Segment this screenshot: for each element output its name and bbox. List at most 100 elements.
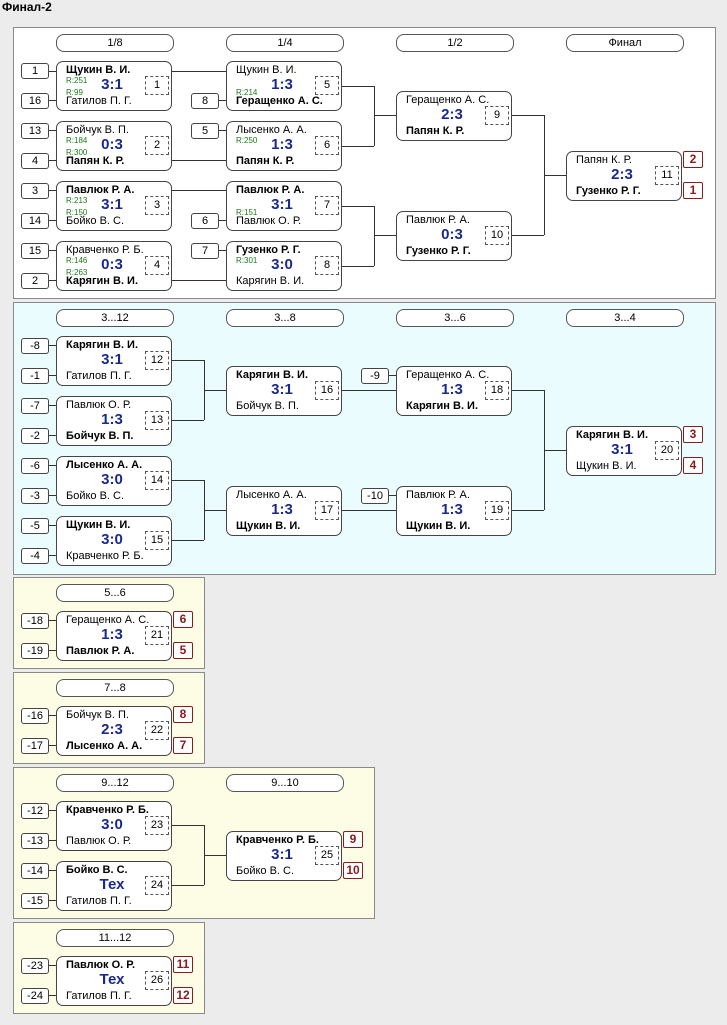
rating: R:99	[66, 88, 83, 97]
player-1: Геращенко А. С.	[406, 369, 490, 381]
match-score: 3:1	[271, 196, 293, 213]
player-2: Карягин В. И.	[236, 275, 305, 287]
match-9[interactable]: Геращенко А. С. 2:3 9 Папян К. Р.	[396, 91, 512, 141]
match-17[interactable]: Лысенко А. А. 1:3 17 Щукин В. И.	[226, 486, 342, 536]
match-score: Тех	[99, 876, 125, 893]
match-10[interactable]: Павлюк Р. А. 0:3 10 Гузенко Р. Г.	[396, 211, 512, 261]
match-number: 14	[145, 471, 169, 490]
match-7[interactable]: Павлюк Р. А. R:151 3:1 7 Павлюк О. Р.	[226, 181, 342, 231]
player-1: Геращенко А. С.	[406, 94, 490, 106]
connector-line	[47, 650, 56, 651]
seed-box: 6	[191, 213, 219, 229]
match-12[interactable]: Карягин В. И. 3:1 12 Гатилов П. Г.	[56, 336, 172, 386]
seed-box: 16	[21, 93, 49, 109]
player-2: Бойчук В. П.	[236, 400, 299, 412]
match-18[interactable]: Геращенко А. С. 1:3 18 Карягин В. И.	[396, 366, 512, 416]
connector-line	[544, 450, 566, 451]
match-8[interactable]: Гузенко Р. Г. R:301 3:0 8 Карягин В. И.	[226, 241, 342, 291]
round-header-1-4: 1/4	[226, 34, 344, 52]
seed-box: 13	[21, 123, 49, 139]
place-badge: 12	[173, 987, 193, 1004]
connector-line	[47, 900, 56, 901]
connector-line	[47, 435, 56, 436]
rating: R:250	[236, 136, 258, 145]
player-1: Кравченко Р. Б.	[66, 244, 144, 256]
player-1: Кравченко Р. Б.	[66, 804, 149, 816]
match-13[interactable]: Павлюк О. Р. 1:3 13 Бойчук В. П.	[56, 396, 172, 446]
seed-box: -13	[21, 833, 49, 849]
match-11[interactable]: Папян К. Р. 2:3 11 Гузенко Р. Г.	[566, 151, 682, 201]
rating: R:184	[66, 136, 88, 145]
player-2: Павлюк О. Р.	[66, 835, 132, 847]
player-1: Бойчук В. П.	[66, 124, 129, 136]
seed-box: 7	[191, 243, 219, 259]
match-22[interactable]: Бойчук В. П. 2:3 22 Лысенко А. А.	[56, 706, 172, 756]
match-24[interactable]: Бойко В. С. Тех 24 Гатилов П. Г.	[56, 861, 172, 911]
match-score: 2:3	[441, 106, 463, 123]
round-header-3-8: 3...8	[226, 309, 344, 327]
match-2[interactable]: Бойчук В. П. R:184 R:300 0:3 2 Папян К. …	[56, 121, 172, 171]
round-header-5-6: 5...6	[56, 584, 174, 602]
player-1: Бойчук В. П.	[66, 709, 129, 721]
match-26[interactable]: Павлюк О. Р. Тех 26 Гатилов П. Г.	[56, 956, 172, 1006]
match-score: 3:0	[271, 256, 293, 273]
connector-line	[47, 130, 56, 131]
match-number: 23	[145, 816, 169, 835]
match-number: 5	[315, 76, 339, 95]
player-1: Карягин В. И.	[66, 339, 139, 351]
connector-line	[47, 190, 56, 191]
match-15[interactable]: Щукин В. И. 3:0 15 Кравченко Р. Б.	[56, 516, 172, 566]
match-23[interactable]: Кравченко Р. Б. 3:0 23 Павлюк О. Р.	[56, 801, 172, 851]
seed-box: -15	[21, 893, 49, 909]
place-badge: 4	[683, 457, 703, 474]
match-number: 18	[485, 381, 509, 400]
connector-line	[47, 220, 56, 221]
match-14[interactable]: Лысенко А. А. 3:0 14 Бойко В. С.	[56, 456, 172, 506]
player-1: Павлюк Р. А.	[406, 489, 470, 501]
connector-line	[374, 206, 375, 266]
match-3[interactable]: Павлюк Р. А. R:213 R:150 3:1 3 Бойко В. …	[56, 181, 172, 231]
connector-line	[47, 525, 56, 526]
connector-line	[47, 620, 56, 621]
match-number: 13	[145, 411, 169, 430]
match-number: 17	[315, 501, 339, 520]
connector-line	[341, 86, 374, 87]
match-score: 0:3	[101, 136, 123, 153]
seed-box: 8	[191, 93, 219, 109]
match-score: 1:3	[441, 381, 463, 398]
place-badge: 1	[683, 182, 703, 199]
match-25[interactable]: Кравченко Р. Б. 3:1 25 Бойко В. С.	[226, 831, 342, 881]
match-20[interactable]: Карягин В. И. 3:1 20 Щукин В. И.	[566, 426, 682, 476]
connector-line	[171, 885, 204, 886]
player-1: Карягин В. И.	[236, 369, 309, 381]
match-6[interactable]: Лысенко А. А. R:250 1:3 6 Папян К. Р.	[226, 121, 342, 171]
connector-line	[341, 510, 396, 511]
match-score: 1:3	[101, 411, 123, 428]
match-number: 21	[145, 626, 169, 645]
connector-line	[171, 160, 226, 161]
match-number: 12	[145, 351, 169, 370]
seed-box: -18	[21, 613, 49, 629]
connector-line	[341, 390, 396, 391]
player-1: Карягин В. И.	[576, 429, 649, 441]
player-1: Лысенко А. А.	[236, 124, 307, 136]
place-badge: 11	[173, 956, 193, 973]
match-4[interactable]: Кравченко Р. Б. R:146 R:263 0:3 4 Каряги…	[56, 241, 172, 291]
seed-box: -5	[21, 518, 49, 534]
player-1: Щукин В. И.	[66, 519, 131, 531]
match-21[interactable]: Геращенко А. С. 1:3 21 Павлюк Р. А.	[56, 611, 172, 661]
match-16[interactable]: Карягин В. И. 3:1 16 Бойчук В. П.	[226, 366, 342, 416]
match-1[interactable]: Щукин В. И. R:251 R:99 3:1 1 Гатилов П. …	[56, 61, 172, 111]
place-badge: 10	[343, 862, 363, 879]
player-1: Павлюк О. Р.	[66, 959, 135, 971]
player-2: Бойко В. С.	[66, 490, 125, 502]
seed-box: -14	[21, 863, 49, 879]
seed-box: -12	[21, 803, 49, 819]
player-2: Бойко В. С.	[236, 865, 295, 877]
rating: R:151	[236, 208, 258, 217]
round-header-11-12: 11...12	[56, 929, 174, 947]
match-19[interactable]: Павлюк Р. А. 1:3 19 Щукин В. И.	[396, 486, 512, 536]
match-5[interactable]: Щукин В. И. R:214 1:3 5 Геращенко А. С.	[226, 61, 342, 111]
match-score: 2:3	[101, 721, 123, 738]
connector-line	[47, 555, 56, 556]
